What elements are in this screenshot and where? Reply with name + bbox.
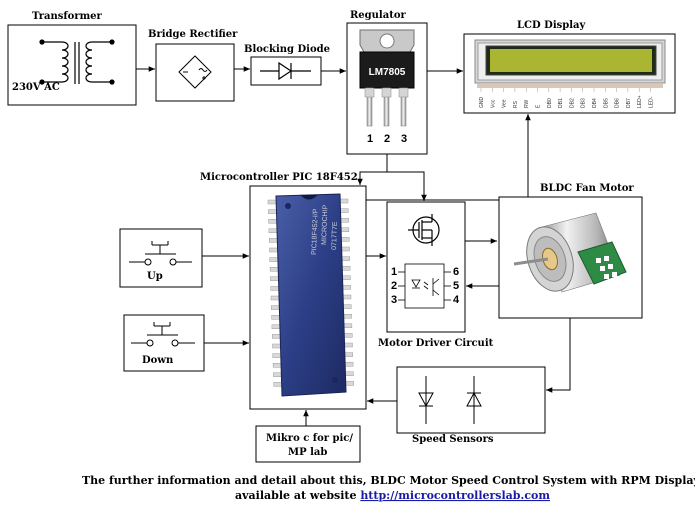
input-voltage-label: 230V AC	[12, 82, 60, 93]
transformer-icon	[39, 39, 115, 85]
down-button-block: Down	[123, 314, 205, 372]
lcd-pin-labels: GND Vcc Vee RS RW E DB0 DB1 DB2 DB3 DB4 DB5 DB6 DB7 LE…	[479, 88, 655, 108]
lcd-pin-label: DB0	[547, 98, 553, 108]
motor-driver-label: Motor Driver Circuit	[378, 338, 494, 349]
opto-pin-5: 5	[453, 280, 459, 292]
up-button-label: Up	[147, 271, 163, 282]
chip-text-code: 0717T7E	[331, 221, 339, 250]
bldc-motor-icon	[513, 212, 627, 293]
speed-sensors-box	[396, 366, 546, 434]
regulator-pin-3: 3	[401, 133, 407, 145]
lcd-pin-label: LED+	[637, 95, 643, 108]
bldc-motor-block: BLDC Fan Motor	[498, 183, 643, 319]
lcd-pin-label: RW	[524, 99, 530, 108]
transformer-label: Transformer	[32, 11, 103, 22]
footer-prefix: available at website	[235, 489, 360, 502]
lcd-pin-label: E	[536, 104, 542, 108]
lcd-display-block: LCD Display GND Vcc Vee RS RW E DB0 DB1 DB2 DB3 DB…	[463, 20, 676, 114]
chip-text-brand: MICROCHIP	[321, 204, 329, 245]
bridge-rectifier-block: Bridge Rectifier	[148, 29, 238, 102]
lcd-pin-label: RS	[513, 100, 519, 108]
lcd-pin-label: GND	[479, 97, 485, 109]
software-box	[255, 425, 361, 463]
opto-pin-4: 4	[453, 294, 460, 306]
speed-sensors-block: Speed Sensors	[396, 366, 546, 445]
regulator-pin-1: 1	[367, 133, 373, 145]
transformer-block: Transformer 230V AC	[7, 11, 137, 106]
transformer-box	[7, 24, 137, 106]
blocking-diode-label: Blocking Diode	[244, 44, 330, 55]
software-block: Mikro c for pic/ MP lab	[255, 425, 361, 463]
optocoupler-icon	[398, 263, 451, 309]
microcontroller-block: Microcontroller PIC 18F452 PIC18F452-I/P…	[200, 172, 367, 410]
opto-pin-2: 2	[391, 280, 397, 292]
lcd-pin-label: DB7	[626, 98, 632, 108]
footer-line-1: The further information and detail about…	[82, 474, 695, 487]
footer-line-2: available at website http://microcontrol…	[235, 489, 550, 502]
opto-pin-6: 6	[453, 266, 459, 278]
arrow-regulator-to-driver	[387, 171, 427, 201]
diode-icon	[260, 61, 311, 81]
speed-sensors-label: Speed Sensors	[412, 434, 494, 445]
opto-pin-3: 3	[391, 294, 397, 306]
lcd-pin-label: DB5	[603, 98, 609, 108]
lcd-pin-label: Vcc	[490, 99, 496, 108]
lcd-pin-label: DB4	[592, 98, 598, 108]
sensor-diode-icon	[466, 376, 482, 424]
regulator-label: Regulator	[350, 10, 407, 21]
opto-pin-1: 1	[391, 266, 397, 278]
lcd-pin-label: DB6	[615, 98, 621, 108]
up-button-block: Up	[119, 228, 203, 288]
motor-driver-box	[386, 201, 466, 333]
pic18f452-chip-icon: PIC18F452-I/P MICROCHIP 0717T7E	[275, 193, 347, 397]
mosfet-icon	[408, 214, 440, 246]
footer-link[interactable]: http://microcontrollerslab.com	[360, 489, 550, 502]
software-line-2: MP lab	[288, 447, 327, 458]
blocking-diode-block: Blocking Diode	[244, 44, 330, 86]
lcd-module-icon	[474, 39, 666, 88]
chip-text-part: PIC18F452-I/P	[311, 208, 320, 255]
lcd-pin-label: LED-	[649, 96, 655, 108]
microcontroller-label: Microcontroller PIC 18F452	[200, 172, 358, 183]
up-button-box	[119, 228, 203, 288]
software-line-1: Mikro c for pic/	[266, 433, 353, 444]
bldc-motor-label: BLDC Fan Motor	[540, 183, 634, 194]
arrow-regulator-to-microcontroller	[357, 154, 388, 185]
lcd-pin-label: DB1	[558, 98, 564, 108]
bridge-rectifier-icon	[178, 55, 212, 89]
bridge-rectifier-label: Bridge Rectifier	[148, 29, 238, 40]
push-button-icon	[131, 322, 195, 347]
push-button-icon	[129, 241, 192, 266]
lcd-display-label: LCD Display	[517, 20, 587, 31]
regulator-block: Regulator LM7805 1 2 3	[346, 10, 428, 155]
sensor-diode-icon	[418, 376, 434, 424]
regulator-pin-2: 2	[384, 133, 390, 145]
down-button-label: Down	[142, 355, 174, 366]
bridge-rectifier-box	[155, 43, 235, 102]
arrow-motor-to-sensors	[546, 318, 571, 393]
lcd-pin-label: DB3	[581, 98, 587, 108]
lm7805-icon: LM7805	[359, 29, 415, 127]
footer-note: The further information and detail about…	[82, 474, 695, 502]
lcd-pin-label: DB2	[569, 98, 575, 108]
regulator-part-label: LM7805	[369, 67, 406, 78]
motor-driver-block: 1 2 3 6 5 4 Motor Driver Circuit	[378, 201, 494, 349]
lcd-pin-label: Vee	[502, 99, 508, 108]
